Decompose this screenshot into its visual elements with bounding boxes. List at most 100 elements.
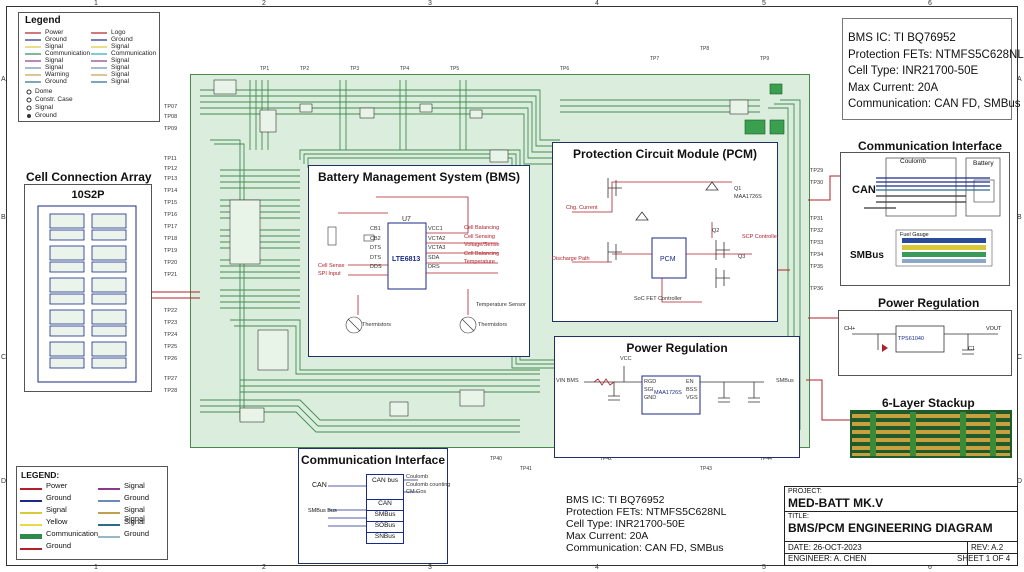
bms-right-label: Temperature — [464, 259, 495, 265]
legend-top-item: Warning — [45, 71, 69, 78]
cell-array-title: Cell Connection Array — [26, 170, 152, 184]
svg-text:TP29: TP29 — [810, 168, 823, 174]
svg-text:TP13: TP13 — [164, 176, 177, 182]
comm-bottom-schematic — [328, 479, 418, 527]
svg-text:TP08: TP08 — [164, 114, 177, 120]
battery-cell — [49, 229, 85, 241]
ruler-col-1: 1 — [94, 0, 98, 7]
cell-array-config: 10S2P — [71, 189, 105, 201]
bms-pins-right: VCC1 VCTA2 VCTA3 SDA DRS — [428, 225, 445, 273]
bms-left-label: SPI Input — [318, 271, 341, 277]
legend-label: Communication — [46, 529, 99, 538]
stackup-title: 6-Layer Stackup — [882, 396, 975, 410]
ruler-row-b-right: B — [1017, 214, 1022, 221]
battery-cell — [91, 293, 127, 305]
cell-array-cells — [37, 205, 137, 383]
power-top-schematic — [852, 325, 998, 355]
pcm-q1: Q1 — [734, 186, 742, 192]
legend-top-item: Logo — [111, 29, 126, 36]
svg-text:TP3: TP3 — [350, 66, 359, 72]
legend-top-item: Signal — [111, 64, 130, 71]
power-top-label: C1 — [968, 346, 976, 352]
tb-engineer-row: ENGINEER: A. CHEN SHEET 1 OF 4 — [785, 553, 1017, 565]
power-bottom-vcc: VCC — [620, 356, 632, 362]
ruler-col-3: 3 — [428, 0, 432, 7]
svg-text:TP17: TP17 — [164, 224, 177, 230]
power-pin: VGS — [686, 395, 698, 401]
legend-bottom-title: LEGEND: — [21, 470, 60, 480]
ruler-col-6: 6 — [928, 0, 932, 7]
comm-bottom-row: SMBus — [367, 511, 403, 522]
svg-text:TP40: TP40 — [490, 456, 502, 462]
comm-bottom-stack: CAN bus CAN SMBus SOBus SNBus — [366, 474, 404, 544]
tb-sheet: SHEET 1 OF 4 — [957, 554, 1011, 563]
ruler-col-4-bottom: 4 — [595, 564, 599, 571]
bms-pin: CB1 — [370, 226, 381, 232]
specs-top-box — [842, 18, 1012, 120]
battery-cell — [49, 357, 85, 369]
comm-top-smbus: SMBus — [850, 250, 884, 261]
svg-text:TP42: TP42 — [600, 456, 612, 462]
ruler-col-6-bottom: 6 — [928, 564, 932, 571]
power-bottom-in: VIN BMS — [556, 378, 579, 384]
battery-cell — [49, 293, 85, 305]
spec-line: Cell Type: INR21700-50E — [848, 65, 979, 77]
bms-schematic — [327, 196, 498, 334]
bms-left-label: Cell Sense — [318, 263, 345, 269]
comm-top-can: CAN — [852, 184, 876, 196]
comm-top-battery: Battery — [973, 160, 994, 167]
ruler-col-5: 5 — [762, 0, 766, 7]
tb-project-label: PROJECT: — [788, 488, 822, 495]
spec-line: Cell Type: INR21700-50E — [566, 518, 685, 530]
svg-text:TP36: TP36 — [810, 286, 823, 292]
pcm-soc: SoC FET Controller — [634, 296, 682, 302]
bms-pin: VCC1 — [428, 226, 443, 232]
ruler-col-2: 2 — [262, 0, 266, 7]
power-pin: EN — [686, 379, 694, 385]
legend-top-item: Communication — [45, 50, 91, 57]
legend-top-marker: Signal — [35, 104, 54, 111]
legend-top-item: Signal — [45, 57, 64, 64]
svg-text:TP11: TP11 — [164, 156, 177, 162]
comm-bottom-right-item: Coulomb counting — [406, 481, 451, 488]
power-pin: SGI — [644, 387, 654, 393]
legend-top-marker: Dome — [35, 88, 53, 95]
comm-bottom-row: SNBus — [374, 533, 396, 540]
legend-swatch — [20, 524, 42, 526]
comm-top-schematic — [864, 157, 1001, 267]
legend-top-item: Ground — [45, 36, 67, 43]
svg-text:TP31: TP31 — [810, 216, 823, 222]
svg-text:TP4: TP4 — [400, 66, 409, 72]
legend-swatch — [98, 512, 120, 514]
spec-line: Max Current: 20A — [566, 530, 649, 542]
spec-line: BMS IC: TI BQ76952 — [848, 32, 956, 44]
comm-bottom-row: CAN — [367, 500, 403, 511]
bms-pin: DDS — [370, 264, 382, 270]
svg-text:TP16: TP16 — [164, 212, 177, 218]
svg-text:TP20: TP20 — [164, 260, 177, 266]
bms-therm-left: Thermistors — [362, 322, 392, 328]
legend-label: Yellow — [46, 517, 68, 526]
bms-right-label: Cell Sensing — [464, 233, 495, 240]
legend-top-item: Signal — [111, 78, 130, 85]
battery-cell — [49, 325, 85, 337]
ruler-col-5-bottom: 5 — [762, 564, 766, 571]
legend-top-item: Signal — [111, 43, 130, 50]
svg-text:TP23: TP23 — [164, 320, 177, 326]
svg-text:TP19: TP19 — [164, 248, 177, 254]
battery-cell — [91, 213, 127, 229]
legend-top-marker: Ground — [35, 112, 57, 119]
bms-right-label: Voltage/Sense — [464, 242, 500, 248]
svg-text:TP15: TP15 — [164, 200, 177, 206]
comm-bottom-right-item: Coulomb — [406, 474, 429, 480]
comm-bottom-right: Coulomb Coulomb counting CM Gos — [406, 474, 450, 497]
spec-line: BMS IC: TI BQ76952 — [566, 494, 665, 506]
specs-bottom: BMS IC: TI BQ76952 Protection FETs: NTMF… — [566, 494, 726, 554]
svg-text:TP32: TP32 — [810, 228, 823, 234]
legend-swatch — [20, 512, 42, 514]
bms-right-labels: Cell Balancing Cell Sensing Voltage/Sens… — [464, 224, 499, 267]
comm-bottom-smbus: SMBus Bus — [308, 508, 337, 514]
battery-cell — [91, 357, 127, 369]
bms-pin: DTS — [370, 245, 381, 251]
